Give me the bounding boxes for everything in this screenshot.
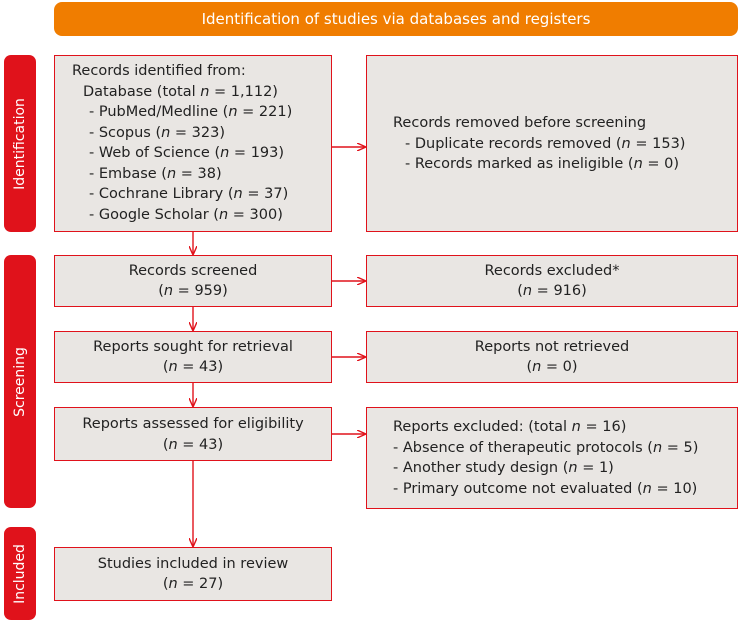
identified-heading: Records identified from:	[72, 63, 246, 79]
records-identified-box: Records identified from: Database (total…	[54, 55, 332, 232]
source-item: - PubMed/Medline (n = 221)	[89, 104, 293, 120]
reports-excluded-item: - Another study design (n = 1)	[393, 460, 614, 476]
removed-item: - Duplicate records removed (n = 153)	[405, 135, 686, 152]
phase-screening: Screening	[4, 255, 36, 508]
reports-excluded-heading: Reports excluded: (total n = 16)	[393, 419, 627, 435]
included-count: (n = 27)	[162, 576, 224, 592]
screened-count: (n = 959)	[158, 283, 228, 299]
removed-item: - Records marked as ineligible (n = 0)	[405, 156, 680, 172]
not-retrieved-heading: Reports not retrieved	[474, 338, 630, 355]
identified-database-total: Database (total n = 1,112)	[83, 83, 278, 100]
assessed-count: (n = 43)	[162, 436, 224, 453]
source-item: - Embase (n = 38)	[89, 165, 222, 182]
source-item: - Scopus (n = 323)	[89, 124, 226, 141]
source-item: - Web of Science (n = 193)	[89, 145, 285, 161]
excluded-count: (n = 916)	[517, 283, 587, 299]
screened-heading: Records screened	[128, 262, 258, 279]
phase-included: Included	[4, 527, 36, 620]
banner-title: Identification of studies via databases …	[201, 10, 591, 28]
reports-not-retrieved-box: Reports not retrieved (n = 0)	[366, 331, 738, 383]
reports-excluded-item: - Primary outcome not evaluated (n = 10)	[393, 480, 698, 497]
phase-identification: Identification	[4, 55, 36, 232]
reports-assessed-box: Reports assessed for eligibility (n = 43…	[54, 407, 332, 461]
records-removed-box: Records removed before screening - Dupli…	[366, 55, 738, 232]
identification-banner: Identification of studies via databases …	[54, 2, 738, 36]
excluded-heading: Records excluded*	[484, 262, 620, 279]
reports-excluded-box: Reports excluded: (total n = 16) - Absen…	[366, 407, 738, 509]
reports-sought-box: Reports sought for retrieval (n = 43)	[54, 331, 332, 383]
included-heading: Studies included in review	[97, 555, 289, 572]
assessed-heading: Reports assessed for eligibility	[82, 416, 304, 432]
not-retrieved-count: (n = 0)	[526, 359, 578, 375]
source-item: - Cochrane Library (n = 37)	[89, 186, 289, 202]
removed-heading: Records removed before screening	[393, 115, 647, 131]
source-item: - Google Scholar (n = 300)	[89, 206, 283, 223]
sought-heading: Reports sought for retrieval	[93, 338, 293, 355]
records-screened-box: Records screened (n = 959)	[54, 255, 332, 307]
sought-count: (n = 43)	[162, 359, 224, 375]
records-excluded-box: Records excluded* (n = 916)	[366, 255, 738, 307]
studies-included-box: Studies included in review (n = 27)	[54, 547, 332, 601]
reports-excluded-item: - Absence of therapeutic protocols (n = …	[393, 439, 699, 456]
